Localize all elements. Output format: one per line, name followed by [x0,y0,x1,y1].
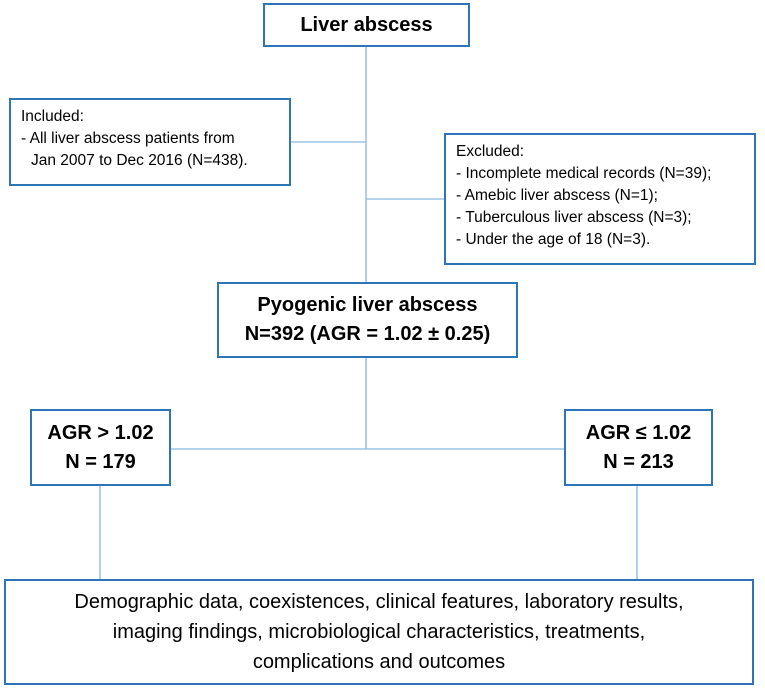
included-heading: Included: [21,108,84,125]
included-box: Included: - All liver abscess patients f… [9,98,291,186]
included-line-2: Jan 2007 to Dec 2016 (N=438). [31,152,248,169]
liver-abscess-box: Liver abscess [263,3,470,47]
outcomes-line-3: complications and outcomes [252,651,506,673]
included-line-1: - All liver abscess patients from [21,130,235,147]
liver-abscess-title: Liver abscess [300,13,433,36]
agr-low-count: N = 213 [603,450,674,473]
pyogenic-box: Pyogenic liver abscess N=392 (AGR = 1.02… [217,282,518,358]
outcomes-line-1: Demographic data, coexistences, clinical… [74,591,684,613]
agr-low-box: AGR ≤ 1.02 N = 213 [564,409,713,486]
outcomes-box: Demographic data, coexistences, clinical… [4,579,754,685]
agr-high-label: AGR > 1.02 [47,421,154,444]
excluded-line-1: - Incomplete medical records (N=39); [456,165,712,182]
outcomes-line-2: imaging findings, microbiological charac… [112,621,646,643]
excluded-heading: Excluded: [456,143,525,160]
excluded-line-3: - Tuberculous liver abscess (N=3); [456,209,692,226]
agr-high-box: AGR > 1.02 N = 179 [30,409,171,486]
excluded-line-2: - Amebic liver abscess (N=1); [456,187,658,204]
pyogenic-title: Pyogenic liver abscess [257,294,478,316]
agr-high-count: N = 179 [65,450,136,473]
excluded-line-4: - Under the age of 18 (N=3). [456,231,651,248]
excluded-box: Excluded: - Incomplete medical records (… [444,133,756,265]
pyogenic-count: N=392 (AGR = 1.02 ± 0.25) [244,323,491,345]
agr-low-label: AGR ≤ 1.02 [585,421,692,444]
